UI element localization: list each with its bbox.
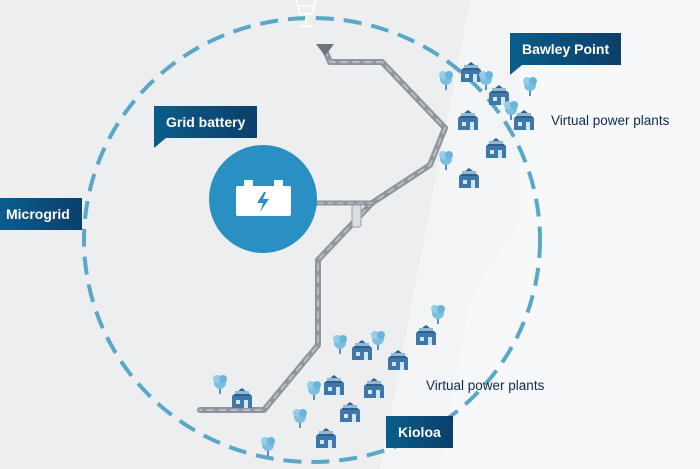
grid-battery (209, 145, 317, 253)
house-icon (388, 350, 408, 370)
house-icon (352, 340, 372, 360)
lightning-icon (257, 192, 269, 212)
tree-icon (439, 71, 453, 90)
tree-icon (293, 409, 307, 428)
microgrid-boundary (82, 16, 542, 464)
house-icon (461, 62, 481, 82)
house-icon (232, 388, 252, 408)
vpp-upper-label: Virtual power plants (551, 113, 670, 128)
tree-icon (213, 375, 227, 394)
tree-icon (371, 331, 385, 350)
tree-icon (261, 437, 275, 456)
house-icon (459, 168, 479, 188)
kioloa-label: Kioloa (386, 416, 453, 448)
house-icon (416, 325, 436, 345)
tree-icon (307, 381, 321, 400)
microgrid-label: Microgrid (0, 198, 82, 230)
house-icon (486, 138, 506, 158)
house-icon (458, 110, 478, 130)
house-icon (340, 402, 360, 422)
tree-icon (333, 335, 347, 354)
house-icon (316, 428, 336, 448)
house-icon (324, 375, 344, 395)
cable-junction (351, 204, 362, 228)
house-icon (514, 110, 534, 130)
grid-battery-label: Grid battery (154, 106, 258, 148)
power-cable (197, 47, 448, 413)
transmission-tower-icon (295, 0, 317, 27)
house-icon (364, 378, 384, 398)
bawley-point-label: Bawley Point (510, 33, 622, 75)
cable-end-cap (316, 44, 334, 56)
vpp-lower-label: Virtual power plants (426, 378, 545, 393)
background-panel-light (440, 0, 700, 469)
